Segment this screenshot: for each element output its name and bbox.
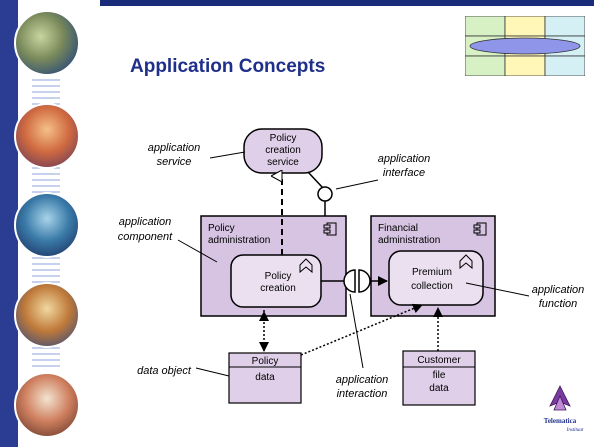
label-app-component-1: application [119,216,172,228]
logo-sub: Instituut [566,428,584,433]
telematica-logo: Telematica Instituut [544,385,584,433]
service-line-3: service [267,157,299,168]
label-pointers [177,151,530,377]
label-app-interface-1: application [378,153,431,165]
customer-data-line-3: data [429,383,449,394]
label-app-interaction-1: application [336,374,389,386]
customer-data-line-2: file [433,370,446,381]
policy-admin-line-2: administration [208,235,270,246]
customer-file-data-node: Customer file data [402,350,476,406]
policy-data-line-1: Policy [252,356,279,367]
sidebar [0,0,100,447]
layer-grid-icon [465,16,585,76]
label-app-interaction-2: interaction [337,388,388,400]
component-icon [473,222,487,236]
function-icon [299,258,313,274]
interaction-half-right-icon [358,269,371,293]
label-app-function-2: function [539,298,578,310]
premium-collection-line-2: collection [411,281,453,292]
service-line-1: Policy [270,133,297,144]
top-bar [100,0,594,6]
policy-creation-line-1: Policy [265,271,292,282]
label-app-service-2: service [157,156,192,168]
label-app-function-1: application [532,284,585,296]
policy-creation-line-2: creation [260,283,296,294]
concept-labels: application service application interfac… [118,142,585,400]
premium-collection-line-1: Premium [412,267,452,278]
policy-admin-line-1: Policy [208,223,235,234]
access-connector-policy-to-premium [300,303,423,356]
sidebar-bar [0,0,18,447]
financial-admin-line-2: administration [378,235,440,246]
label-app-interface-2: interface [383,167,425,179]
interface-circle-icon [317,186,333,202]
sidebar-photo-2 [14,103,80,169]
premium-collection-node: Premium collection [388,250,484,306]
policy-data-node: Policy data [228,352,302,404]
label-app-service-1: application [148,142,201,154]
service-line-2: creation [265,145,301,156]
function-icon [459,254,473,270]
interaction-half-left-icon [343,269,356,293]
logo-name: Telematica [544,417,577,425]
sidebar-photo-3 [14,192,80,258]
application-service-node: Policy creation service [243,128,323,174]
label-app-component-2: component [118,231,173,243]
page-title: Application Concepts [130,56,326,77]
customer-data-line-1: Customer [417,355,461,366]
interface-connector [307,171,324,189]
sidebar-photo-5 [14,372,80,438]
policy-data-line-2: data [255,372,275,383]
policy-creation-node: Policy creation [230,254,322,308]
financial-admin-line-1: Financial [378,223,418,234]
sidebar-photo-4 [14,282,80,348]
sidebar-photo-1 [14,10,80,76]
label-data-object: data object [137,365,192,377]
component-icon [323,222,337,236]
